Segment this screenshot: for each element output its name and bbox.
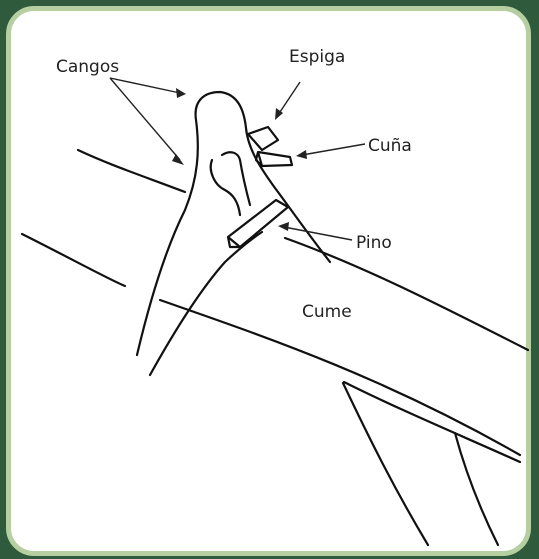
cuna-arrow <box>296 144 365 159</box>
label-cuna: Cuña <box>368 136 412 156</box>
cangos-arrows <box>110 78 186 165</box>
cangos-lower-member <box>222 152 250 205</box>
lower-beam-top-edge <box>344 382 520 462</box>
espiga-arrow <box>275 82 300 120</box>
lower-beam-left-edge <box>343 383 428 545</box>
cume-beam-bottom-edge <box>22 234 520 455</box>
espiga-tenon <box>248 127 278 150</box>
label-pino: Pino <box>356 233 392 253</box>
pino-arrow <box>278 222 352 240</box>
label-cume: Cume <box>302 302 352 322</box>
label-espiga: Espiga <box>289 47 345 67</box>
label-cangos: Cangos <box>56 57 119 77</box>
cuna-wedge <box>256 152 292 166</box>
pino-peg <box>228 200 288 247</box>
cangos-lower-member-edge <box>211 160 240 215</box>
